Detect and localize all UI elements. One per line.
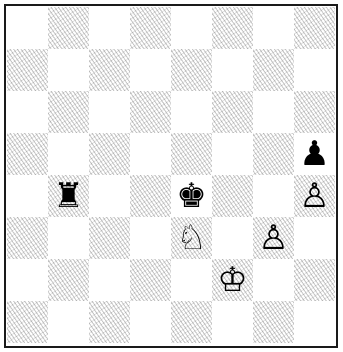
square-e6[interactable] [171,91,212,133]
square-b7[interactable] [48,49,89,91]
square-b6[interactable] [48,91,89,133]
square-a7[interactable] [7,49,48,91]
square-c2[interactable] [89,259,130,301]
square-a8[interactable] [7,7,48,49]
square-a1[interactable] [7,301,48,343]
square-g8[interactable] [253,7,294,49]
square-h1[interactable] [294,301,335,343]
square-h6[interactable] [294,91,335,133]
square-a3[interactable] [7,217,48,259]
square-d2[interactable] [130,259,171,301]
square-a5[interactable] [7,133,48,175]
square-f7[interactable] [212,49,253,91]
square-e2[interactable] [171,259,212,301]
square-c8[interactable] [89,7,130,49]
square-h2[interactable] [294,259,335,301]
square-d4[interactable] [130,175,171,217]
square-b2[interactable] [48,259,89,301]
square-b3[interactable] [48,217,89,259]
square-g4[interactable] [253,175,294,217]
square-d8[interactable] [130,7,171,49]
square-a6[interactable] [7,91,48,133]
black-king-icon[interactable]: ♚ [171,175,212,217]
square-f8[interactable] [212,7,253,49]
square-c7[interactable] [89,49,130,91]
square-d1[interactable] [130,301,171,343]
square-e5[interactable] [171,133,212,175]
square-f1[interactable] [212,301,253,343]
square-c1[interactable] [89,301,130,343]
square-e8[interactable] [171,7,212,49]
square-d5[interactable] [130,133,171,175]
square-g2[interactable] [253,259,294,301]
white-knight-icon[interactable]: ♘ [171,217,212,259]
square-c6[interactable] [89,91,130,133]
square-h7[interactable] [294,49,335,91]
square-g1[interactable] [253,301,294,343]
white-pawn-icon[interactable]: ♙ [253,217,294,259]
square-g5[interactable] [253,133,294,175]
square-c4[interactable] [89,175,130,217]
square-c5[interactable] [89,133,130,175]
square-g7[interactable] [253,49,294,91]
white-king-icon[interactable]: ♔ [212,259,253,301]
black-rook-icon[interactable]: ♜ [48,175,89,217]
square-d7[interactable] [130,49,171,91]
square-b1[interactable] [48,301,89,343]
square-b5[interactable] [48,133,89,175]
square-f3[interactable] [212,217,253,259]
square-g6[interactable] [253,91,294,133]
square-d6[interactable] [130,91,171,133]
square-d3[interactable] [130,217,171,259]
square-e7[interactable] [171,49,212,91]
square-h8[interactable] [294,7,335,49]
square-c3[interactable] [89,217,130,259]
square-a2[interactable] [7,259,48,301]
black-pawn-icon[interactable]: ♟ [294,133,335,175]
square-f6[interactable] [212,91,253,133]
square-e1[interactable] [171,301,212,343]
square-b8[interactable] [48,7,89,49]
white-pawn-icon[interactable]: ♙ [294,175,335,217]
square-f5[interactable] [212,133,253,175]
chess-board: ♟ ♜ ♚ ♙ ♘ ♙ ♔ [4,4,338,348]
square-a4[interactable] [7,175,48,217]
square-h3[interactable] [294,217,335,259]
square-f4[interactable] [212,175,253,217]
